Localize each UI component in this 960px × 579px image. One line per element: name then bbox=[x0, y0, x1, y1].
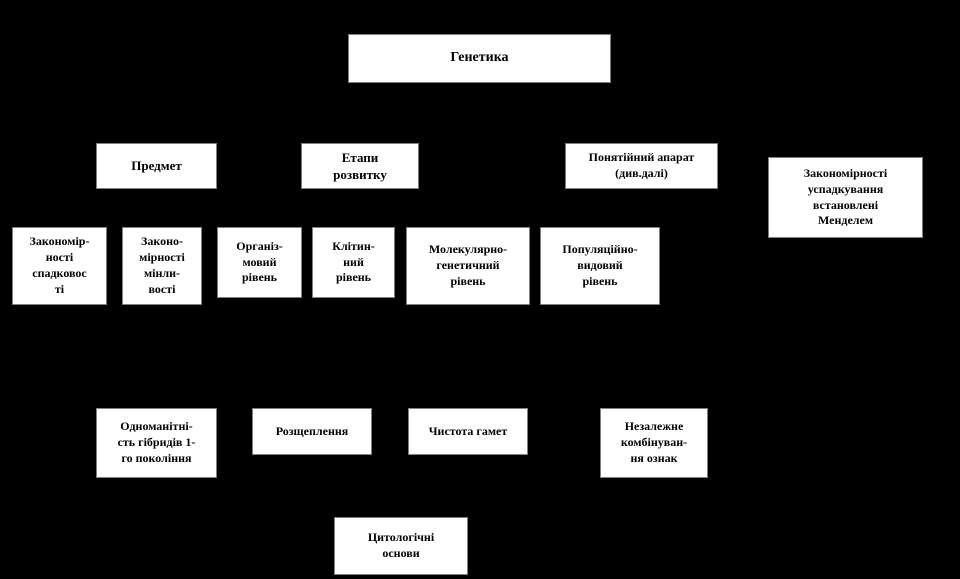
node-mendel-label: Закономірності успадкування встановлені … bbox=[803, 165, 888, 228]
connector-gamete-purity-up bbox=[468, 370, 469, 408]
connector-subject-bus bbox=[59, 205, 162, 206]
node-genetics-label: Генетика bbox=[450, 50, 509, 66]
node-population-species-level[interactable]: Популяційно- видовий рівень bbox=[540, 227, 660, 305]
node-heredity-label: Закономір- ності спадковос ті bbox=[29, 234, 90, 296]
node-organism-level[interactable]: Організ- мовий рівень bbox=[217, 227, 302, 298]
node-splitting-label: Розщеплення bbox=[275, 423, 349, 438]
connector-organism-up bbox=[259, 205, 260, 227]
connector-variability-up bbox=[162, 205, 163, 227]
connector-stages-down bbox=[360, 189, 361, 205]
node-uniformity-label: Одноманітні- сть гібридів 1- го поколінн… bbox=[117, 419, 196, 465]
connector-splitting-up bbox=[312, 370, 313, 408]
node-cytology-label: Цитологічні основи bbox=[367, 530, 435, 560]
node-stages-label: Етапи розвитку bbox=[333, 149, 387, 182]
node-subject[interactable]: Предмет bbox=[96, 143, 217, 189]
connector-heredity-up bbox=[59, 205, 60, 227]
node-cytological-basis[interactable]: Цитологічні основи bbox=[334, 517, 468, 575]
connector-laws-bus bbox=[156, 370, 845, 371]
node-genetics[interactable]: Генетика bbox=[348, 34, 611, 83]
node-independent-label: Незалежне комбінуван- ня ознак bbox=[620, 419, 688, 465]
node-variability-patterns[interactable]: Законо- мірності мінли- вості bbox=[122, 227, 202, 305]
connector-row2-bus bbox=[156, 113, 845, 114]
node-stages-of-development[interactable]: Етапи розвитку bbox=[301, 143, 419, 189]
connector-independent-up bbox=[654, 370, 655, 408]
connector-population-up bbox=[600, 205, 601, 227]
connector-cell-up bbox=[353, 205, 354, 227]
connector-stages-up bbox=[360, 113, 361, 143]
node-cell-label: Клітин- ний рівень bbox=[332, 238, 375, 285]
node-subject-label: Предмет bbox=[131, 158, 182, 174]
node-variability-label: Законо- мірності мінли- вості bbox=[139, 234, 185, 296]
connector-subject-down bbox=[156, 189, 157, 205]
connector-molecular-up bbox=[468, 205, 469, 227]
node-uniformity-of-hybrids[interactable]: Одноманітні- сть гібридів 1- го поколінн… bbox=[96, 408, 217, 478]
node-mendel-laws[interactable]: Закономірності успадкування встановлені … bbox=[768, 157, 923, 238]
node-splitting[interactable]: Розщеплення bbox=[252, 408, 372, 455]
node-population-label: Популяційно- видовий рівень bbox=[562, 242, 638, 288]
connector-cytology-bus bbox=[156, 497, 654, 498]
node-heredity-patterns[interactable]: Закономір- ності спадковос ті bbox=[12, 227, 107, 305]
connector-genetics-down bbox=[479, 83, 480, 113]
connector-subject-up bbox=[156, 113, 157, 143]
node-molecular-genetic-level[interactable]: Молекулярно- генетичний рівень bbox=[406, 227, 530, 305]
node-molecular-label: Молекулярно- генетичний рівень bbox=[428, 242, 508, 288]
node-gamete-purity-label: Чистота гамет bbox=[428, 423, 508, 438]
node-organism-label: Організ- мовий рівень bbox=[236, 238, 283, 285]
connector-mendel-down bbox=[845, 238, 846, 370]
node-cell-level[interactable]: Клітин- ний рівень bbox=[312, 227, 395, 298]
connector-stages-bus bbox=[259, 205, 600, 206]
node-concepts-label: Понятійний апарат (див.далі) bbox=[588, 150, 695, 180]
connector-uniformity-up bbox=[156, 370, 157, 408]
node-conceptual-apparatus[interactable]: Понятійний апарат (див.далі) bbox=[565, 143, 718, 189]
node-independent-assortment[interactable]: Незалежне комбінуван- ня ознак bbox=[600, 408, 708, 478]
node-gamete-purity[interactable]: Чистота гамет bbox=[408, 408, 528, 455]
connector-concepts-up bbox=[641, 113, 642, 143]
connector-mendel-up bbox=[845, 113, 846, 157]
